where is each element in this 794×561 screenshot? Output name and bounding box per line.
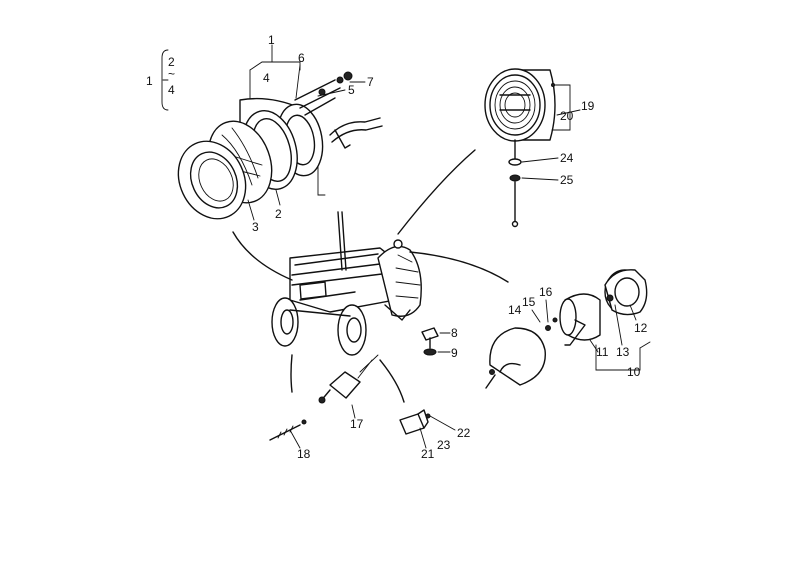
callout-5: 5 — [348, 83, 355, 97]
callout-15: 15 — [522, 295, 536, 309]
callout-7: 7 — [367, 75, 374, 89]
callout-24: 24 — [560, 151, 574, 165]
callout-16: 16 — [539, 285, 553, 299]
callout-2: 2 — [275, 207, 282, 221]
callout-2-bracket: 2 — [168, 55, 175, 69]
callout-6: 6 — [298, 51, 305, 65]
connector-block — [399, 409, 431, 435]
callout-8: 8 — [451, 326, 458, 340]
callout-range-tilde: ~ — [168, 67, 175, 81]
tractor-illustration — [271, 211, 422, 356]
callout-20: 20 — [560, 109, 574, 123]
callout-23: 23 — [437, 438, 451, 452]
leader-arcs — [232, 149, 509, 403]
callout-4: 4 — [263, 71, 270, 85]
callout-1-bracket: 1 — [146, 74, 153, 88]
callout-13: 13 — [616, 345, 630, 359]
callout-9: 9 — [451, 346, 458, 360]
bolt-and-washer — [421, 327, 439, 356]
callout-12: 12 — [634, 321, 648, 335]
callout-21: 21 — [421, 447, 435, 461]
callout-19: 19 — [581, 99, 595, 113]
callout-11: 11 — [596, 345, 609, 359]
callout-10: 10 — [627, 365, 641, 379]
callout-1: 1 — [268, 33, 275, 47]
rear-lamp — [485, 317, 558, 389]
callout-25: 25 — [560, 173, 574, 187]
callout-18: 18 — [297, 447, 311, 461]
callout-14: 14 — [508, 303, 522, 317]
callout-labels: 1 2 ~ 4 1 6 4 7 5 3 2 20 19 24 25 8 9 14… — [146, 33, 648, 461]
callout-leaders — [161, 49, 637, 449]
callout-17: 17 — [350, 417, 364, 431]
callout-4-bracket: 4 — [168, 83, 175, 97]
callout-3: 3 — [252, 220, 259, 234]
callout-22: 22 — [457, 426, 471, 440]
switch-and-cable — [269, 354, 379, 441]
work-lamp — [484, 68, 571, 228]
headlamp-assembly — [177, 44, 383, 220]
flasher-lamp — [559, 269, 651, 371]
